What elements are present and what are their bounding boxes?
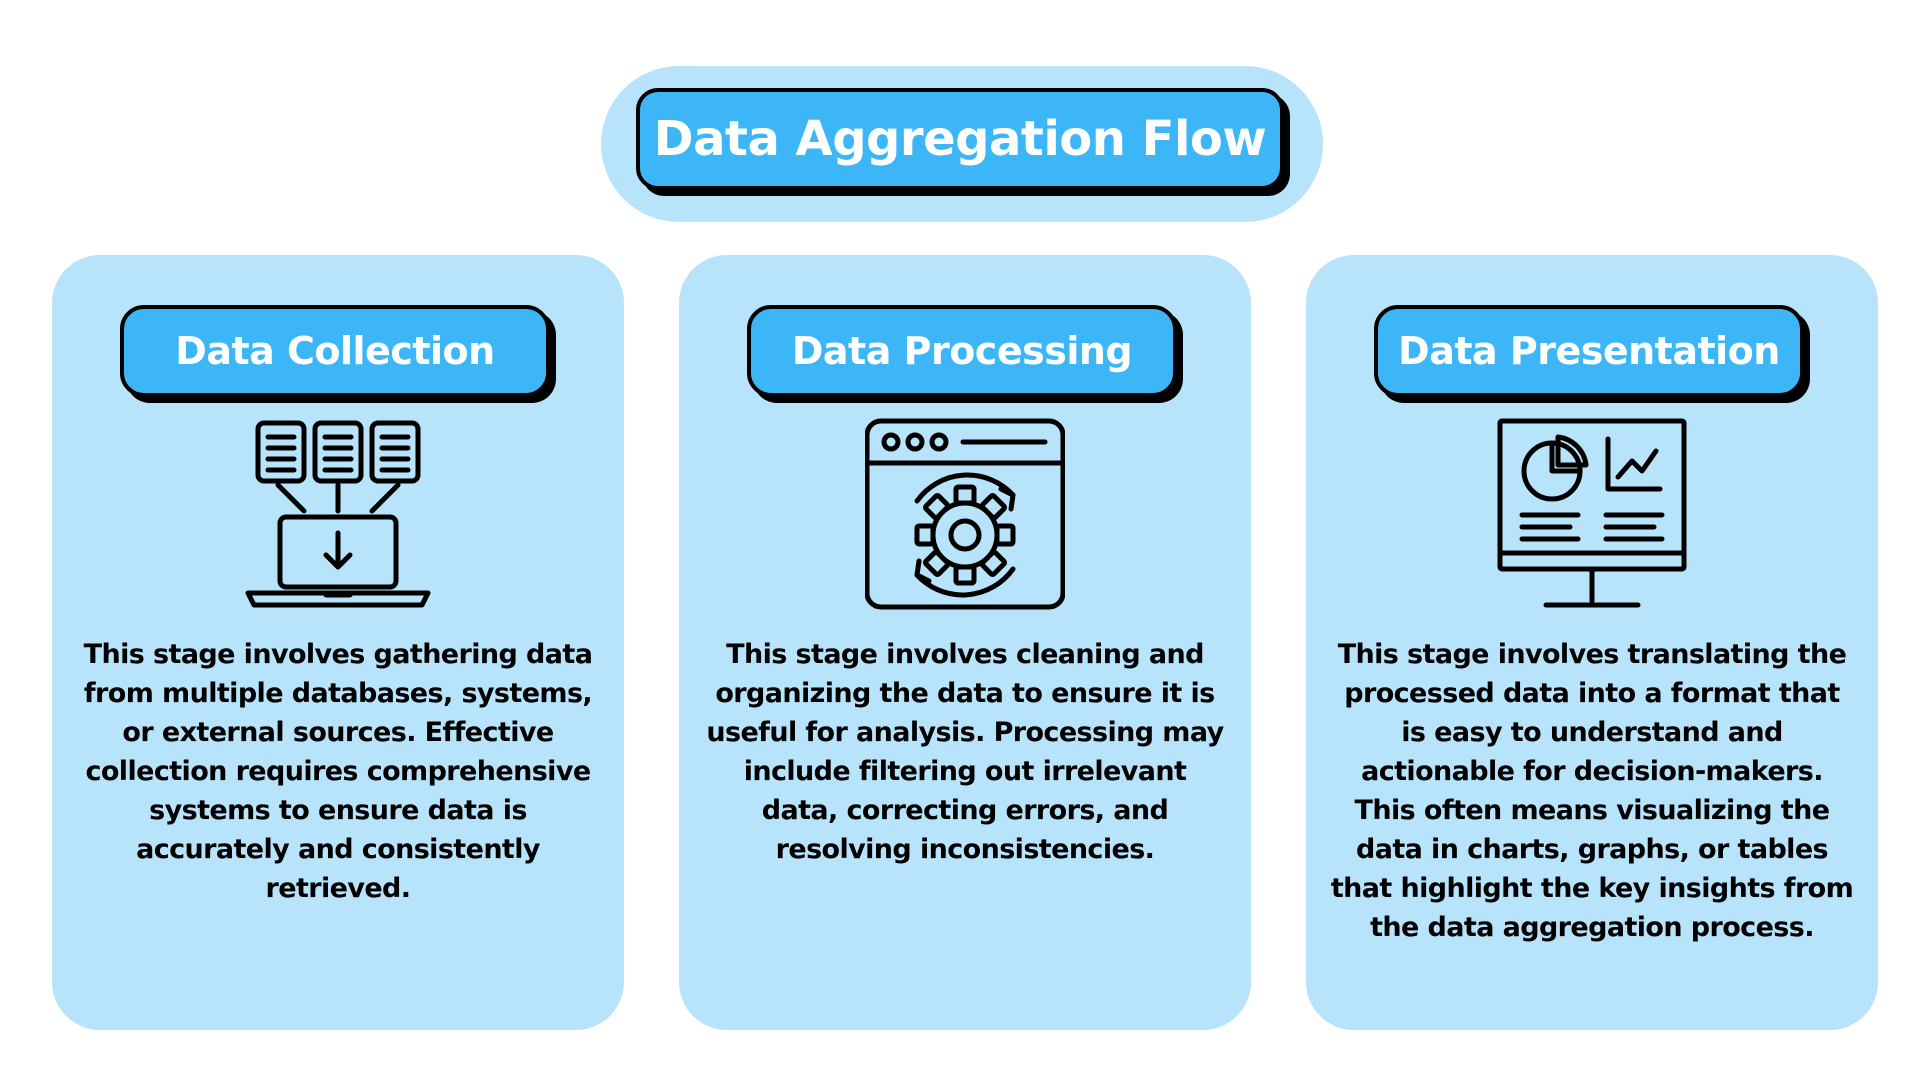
stage-title-pill: Data Processing [747, 305, 1177, 397]
stage-title-pill: Data Collection [120, 305, 550, 397]
laptop-download-icon [245, 420, 431, 608]
gear-processing-icon [865, 418, 1065, 610]
stage-card-data-processing: Data Processing This stage involves clea… [679, 255, 1251, 1030]
title-banner: Data Aggregation Flow [601, 66, 1323, 222]
stage-title: Data Presentation [1398, 329, 1780, 373]
stage-card-data-presentation: Data Presentation This stage involves tr… [1306, 255, 1878, 1030]
title-pill: Data Aggregation Flow [636, 88, 1284, 190]
stage-card-data-collection: Data Collection This stage involves gath… [52, 255, 624, 1030]
stage-description: This stage involves cleaning and organiz… [706, 639, 1224, 865]
monitor-dashboard-icon [1497, 418, 1687, 608]
page-title: Data Aggregation Flow [653, 111, 1267, 167]
stage-description: This stage involves gathering data from … [83, 639, 593, 904]
stage-description: This stage involves translating the proc… [1330, 639, 1854, 943]
stage-title: Data Processing [791, 329, 1133, 373]
stage-title: Data Collection [175, 329, 495, 373]
stage-title-pill: Data Presentation [1374, 305, 1804, 397]
